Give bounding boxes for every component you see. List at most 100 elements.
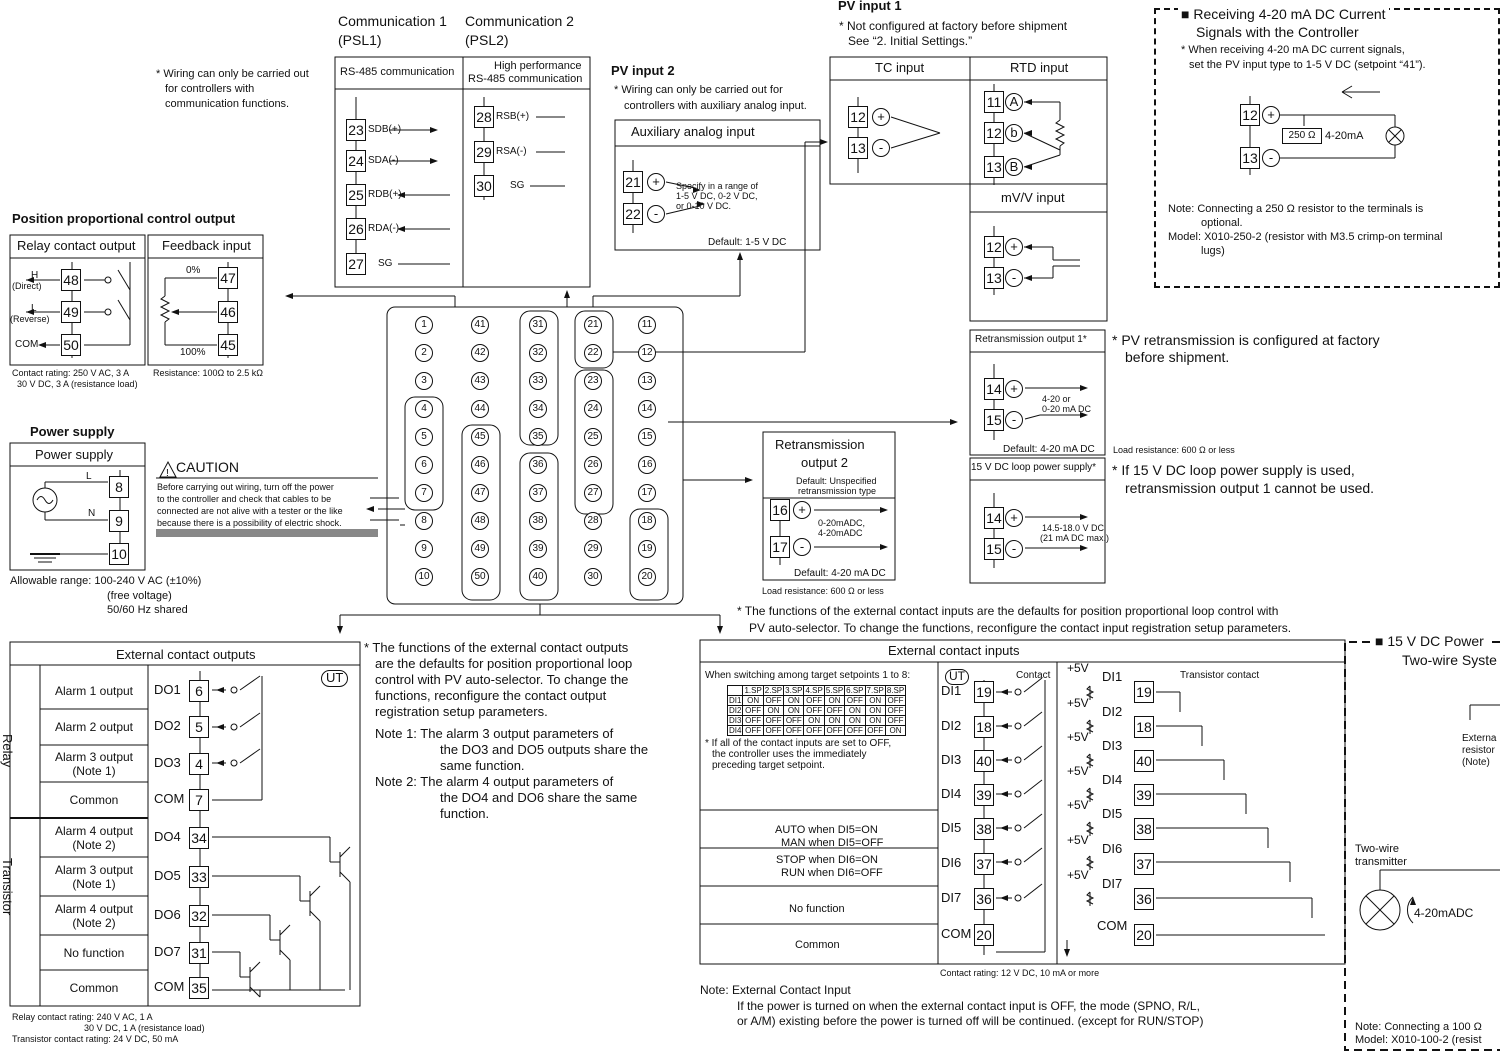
in-note-line-1: If the power is turned on when the exter… [737,999,1200,1013]
di-label: DI4 [941,786,962,801]
contact-icon [230,759,238,767]
terminal-25: 25 [346,184,366,206]
arrow-icon [950,419,958,425]
mv-terminal-13: 13 [984,267,1004,289]
arrow-icon [745,477,753,483]
setpoint-cell: DI2 [726,705,744,716]
setpoint-cell: OFF [762,695,785,706]
pv1-title: PV input 1 [838,0,902,13]
terminal-30: 30 [474,175,494,197]
loop-v2: (21 mA DC max.) [1040,533,1110,543]
ext-out-terminal: 35 [189,977,209,999]
arrow-icon [1080,514,1088,520]
comm1-box-label: RS-485 communication [340,66,455,78]
tx-label-1: Two-wire [1355,843,1400,855]
di-label: COM [941,926,972,941]
di-terminal: 38 [974,818,994,840]
comm2-title: Communication 2 [465,13,574,29]
retx2-default-1: Default: Unspecified [796,476,877,486]
relay-rating-1: Contact rating: 250 V AC, 3 A [12,368,130,378]
wire [239,675,261,691]
di-transistor-label: DI7 [1102,875,1123,891]
nofunc-label: No function [789,903,845,915]
retx1-terminal-14: 14 [984,378,1004,400]
out-rating-3: Transistor contact rating: 24 V DC, 50 m… [12,1034,179,1044]
wire [1023,847,1043,863]
setpoint-cell: DI4 [726,725,744,736]
setpoint-cell: OFF [803,725,825,736]
power-range-1: Allowable range: 100-240 V AC (±10%) [10,575,202,587]
aux-analog-title: Auxiliary analog input [631,124,755,139]
ext-out-terminal: 34 [189,826,209,849]
terminal-10: 10 [109,543,129,565]
arrow-icon [430,127,438,133]
retx1-box [969,329,1106,456]
two-wire-title-1: ■ 15 V DC Power [1372,633,1487,650]
di-transistor-terminal: 20 [1134,924,1154,946]
terminal-circle-21: 21 [584,316,602,334]
arrow-icon [38,342,46,348]
in-rating: Contact rating: 12 V DC, 10 mA or more [940,968,1100,978]
plus-symbol: + [1005,380,1023,398]
mv-input-title: mV/V input [1001,190,1065,205]
retx1-load: Load resistance: 600 Ω or less [1113,445,1235,455]
rtd-resistor-icon [1054,119,1066,147]
off-note-1: * If all of the contact inputs are set t… [705,738,892,749]
di-transistor-terminal: 38 [1134,818,1154,840]
terminal-circle-13: 13 [638,372,656,390]
arrow-icon [697,201,705,207]
setpoint-cell: 6.SP [844,685,866,696]
recv-terminal-13: 13 [1240,147,1260,169]
direct-label: (Direct) [12,281,42,291]
contact-icon [1014,858,1022,866]
out-rating-2: 30 V DC, 1 A (resistance load) [84,1023,205,1033]
di-transistor-terminal: 18 [1134,716,1154,738]
rtd-letter-b: b [1005,124,1023,142]
tc-terminal-13: 13 [848,137,868,159]
setpoint-cell: 2.SP [762,685,785,696]
pct-100: 100% [180,347,206,358]
off-note-2: the controller uses the immediately [712,749,867,760]
two-wire-note-1: Note: Connecting a 100 Ω [1355,1021,1482,1033]
setpoint-cell: 1.SP [742,685,764,696]
pullup-icon [1085,855,1095,869]
contact-icon [1014,790,1022,798]
com-label: COM [15,339,39,350]
terminal-circle-6: 6 [415,456,433,474]
rtd-letter-a: A [1005,93,1023,111]
di-label: DI3 [941,752,962,767]
contact-icon [104,308,112,316]
contact-icon [1014,824,1022,832]
wire [1023,813,1043,829]
out-note-5: registration setup parameters. [375,704,548,719]
sda-label: SDA(-) [368,155,399,166]
mv-terminal-12: 12 [984,236,1004,258]
terminal-circle-29: 29 [584,540,602,558]
setpoint-cell: ON [783,705,805,716]
rtd-terminal-12: 12 [984,122,1004,144]
setpoint-cell: OFF [823,705,846,716]
in-note-title: Note: External Contact Input [700,983,851,997]
plus-symbol: + [793,501,811,519]
setpoint-cell: ON [823,695,846,706]
terminal-28: 28 [474,106,494,128]
setpoint-cell: ON [864,705,886,716]
pct-0: 0% [186,265,201,276]
wire [249,961,261,973]
wire [309,885,321,897]
setpoint-cell: OFF [803,705,825,716]
loop-terminal-14: 14 [984,507,1004,529]
setpoint-cell: DI3 [726,715,744,726]
ext-out-terminal: 7 [189,789,209,811]
comm1-title: Communication 1 [338,13,447,29]
setpoint-cell: OFF [864,725,886,736]
setpoint-cell: OFF [742,725,764,736]
terminal-circle-20: 20 [638,568,656,586]
terminal-8: 8 [109,476,129,498]
setpoint-cell: OFF [844,695,866,706]
retx1-title: Retransmission output 1* [975,334,1087,345]
di-terminal: 37 [974,852,994,875]
arrow-icon [285,293,293,299]
